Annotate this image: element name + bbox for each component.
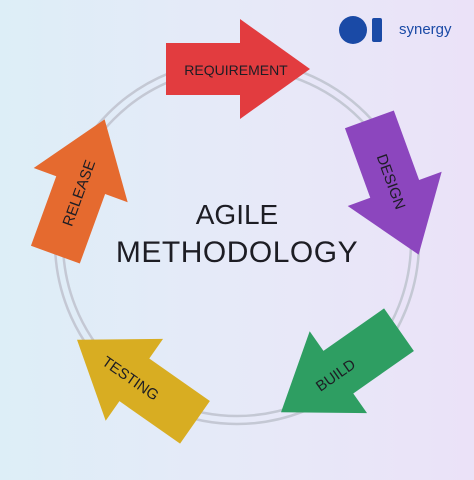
build-arrow: BUILD	[281, 308, 414, 414]
title-line-1: AGILE	[195, 199, 279, 230]
title-line-2: METHODOLOGY	[115, 236, 359, 269]
testing-arrow: TESTING	[77, 338, 210, 444]
design-arrow: DESIGN	[344, 110, 442, 255]
requirement-arrow: REQUIREMENT	[166, 19, 310, 119]
synergy-logo-icon	[339, 16, 382, 44]
brand-name: synergy	[399, 21, 452, 38]
requirement-label: REQUIREMENT	[184, 62, 288, 78]
release-arrow: RELEASE	[30, 119, 128, 264]
